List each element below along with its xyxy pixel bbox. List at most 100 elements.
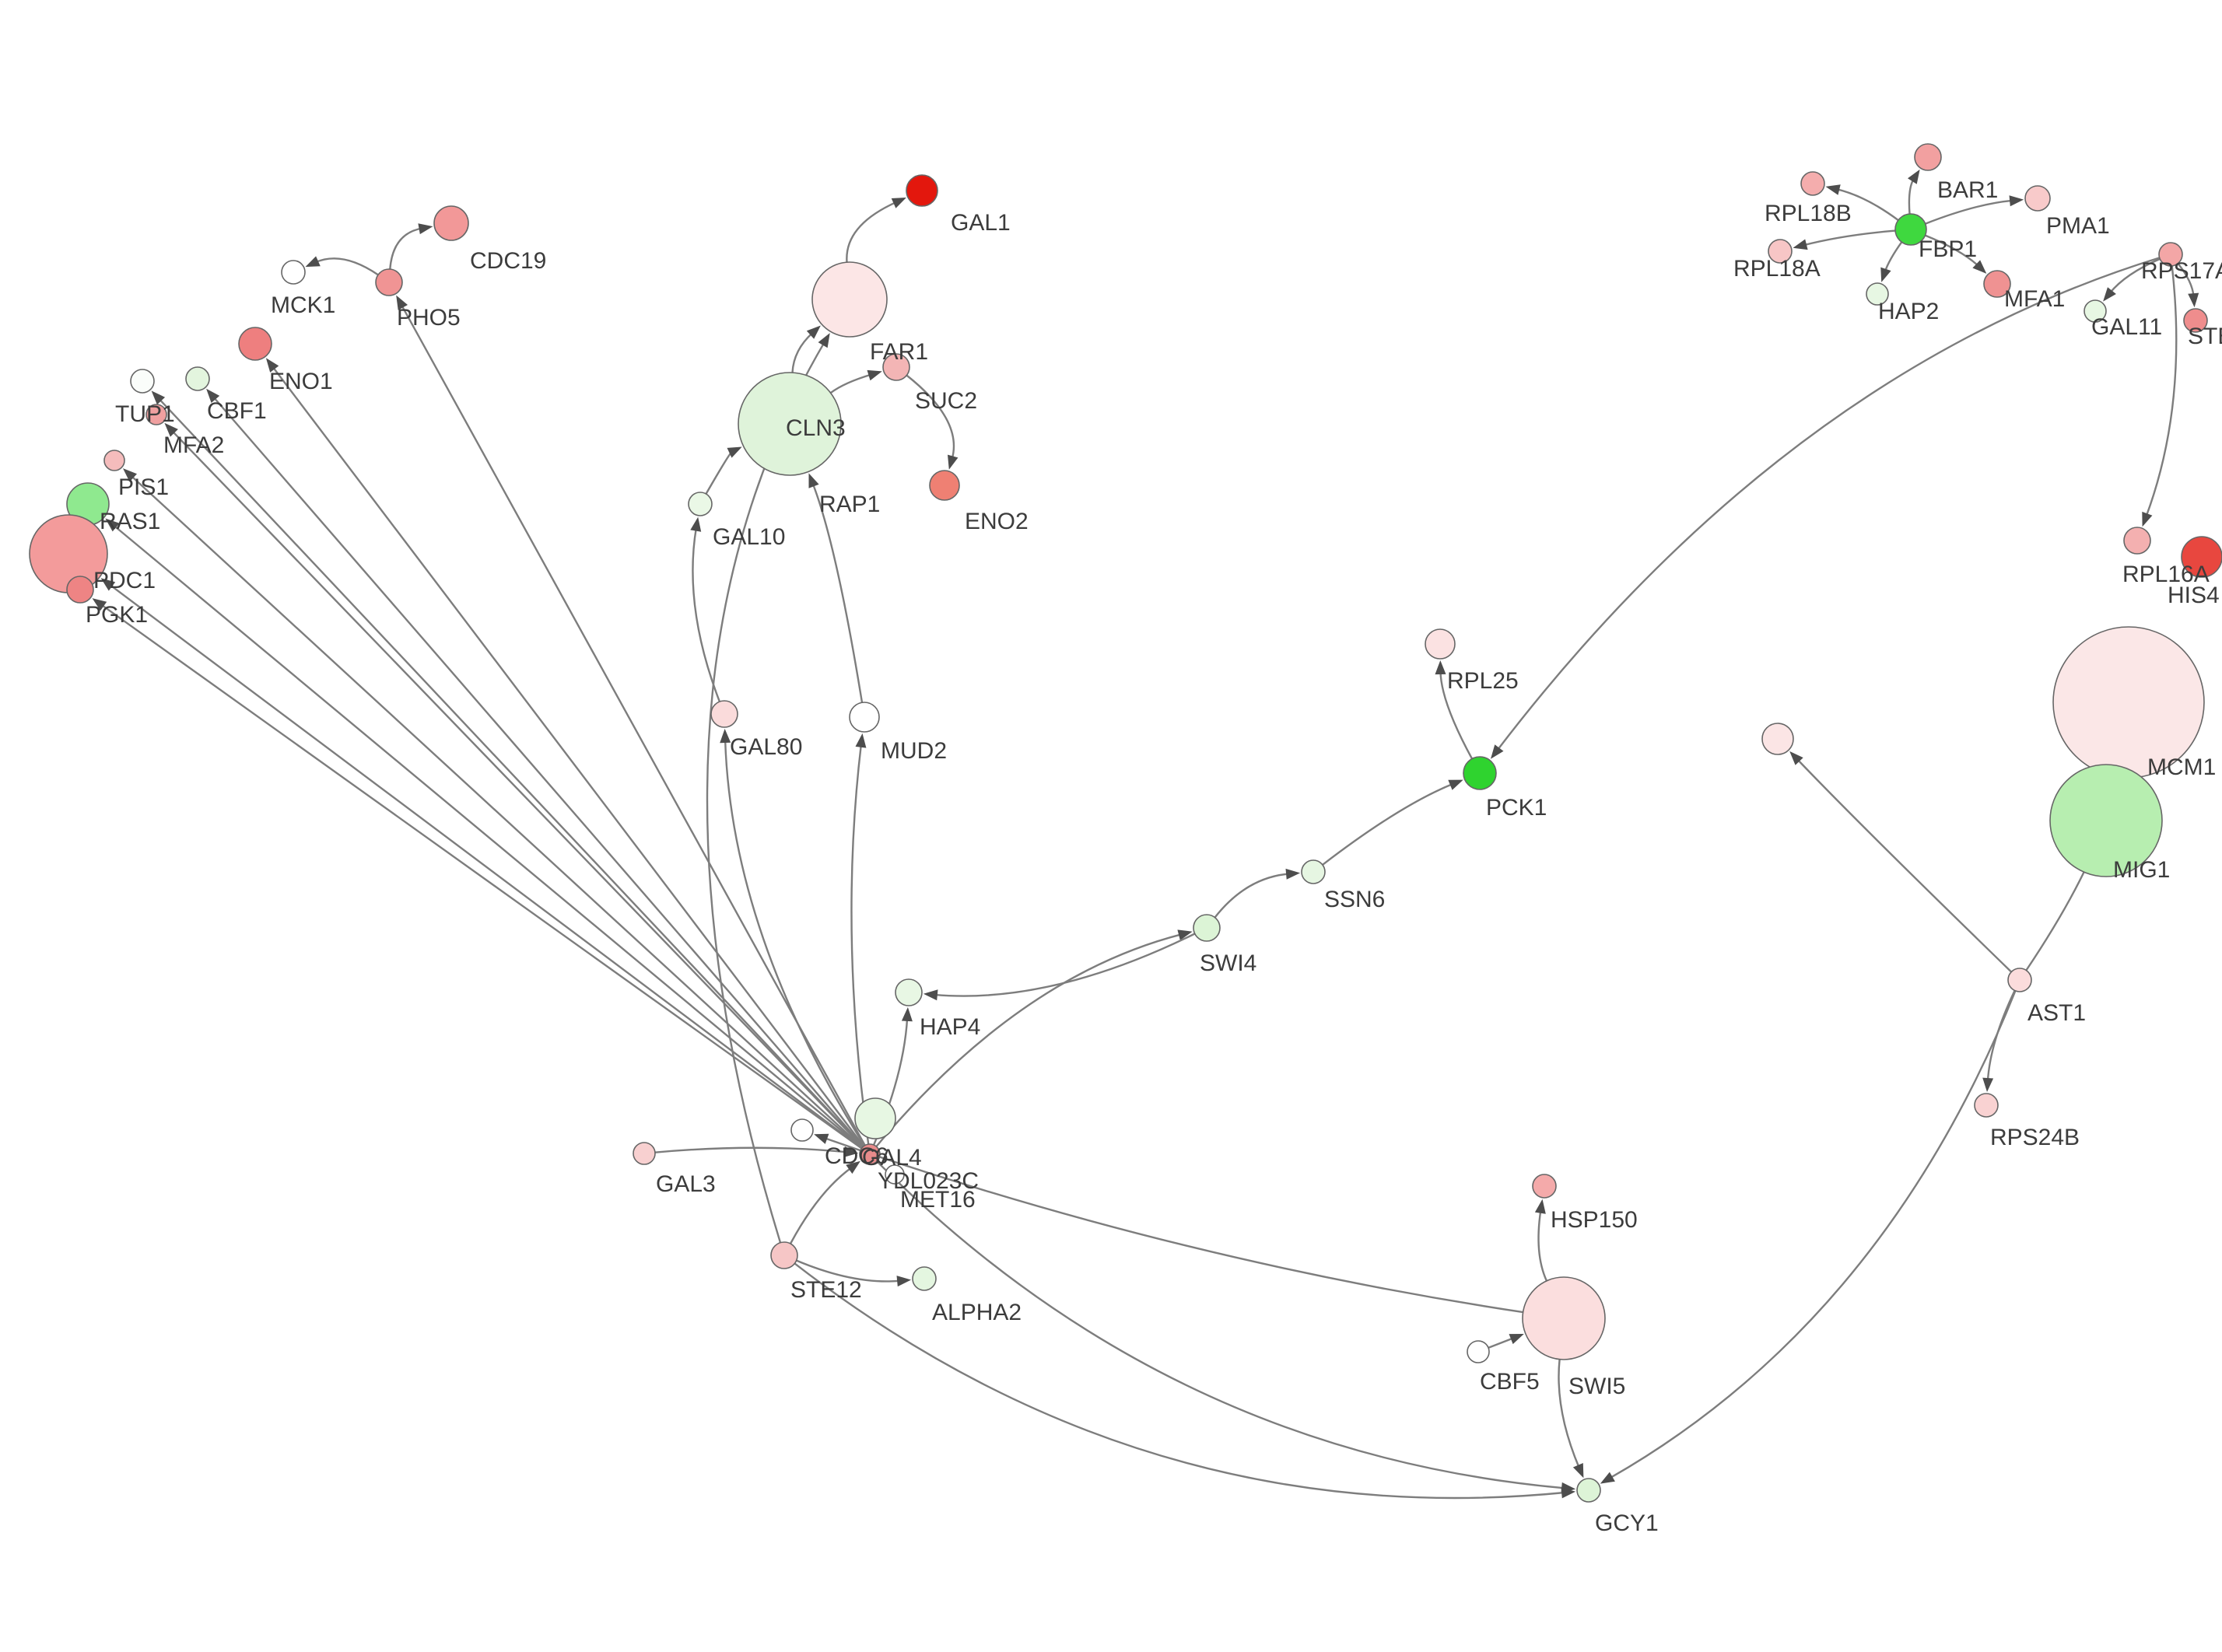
edge-AST1-NODE1[interactable]: [1796, 758, 2013, 973]
edge-PCK1-RPL25[interactable]: [1439, 670, 1474, 760]
node-HAP2[interactable]: [1866, 282, 1889, 306]
edge-FBP1-BAR1[interactable]: [1908, 178, 1915, 215]
node-GAL11[interactable]: [2084, 299, 2107, 323]
edge-PHO5-MCK1[interactable]: [314, 257, 379, 276]
edge-GAL4-SWI4[interactable]: [875, 933, 1183, 1147]
edge-SUC2-ENO2[interactable]: [906, 374, 955, 460]
node-PCK1[interactable]: [1463, 756, 1497, 790]
node-label-CDC6: CDC6: [825, 1143, 888, 1169]
node-MFA1[interactable]: [1983, 270, 2011, 298]
edge-GAL10-RAP1[interactable]: [705, 450, 733, 495]
node-SWI4[interactable]: [1193, 914, 1221, 942]
edge-STE12-ALPHA2[interactable]: [796, 1259, 901, 1283]
node-label-SSN6: SSN6: [1324, 887, 1385, 912]
node-RPS17A[interactable]: [2158, 242, 2183, 267]
node-STE2[interactable]: [2183, 308, 2208, 333]
node-ENO1[interactable]: [238, 327, 272, 361]
node-BAR1[interactable]: [1914, 143, 1942, 171]
node-HAP4[interactable]: [895, 978, 923, 1006]
node-RPS24B[interactable]: [1974, 1093, 1999, 1118]
edge-FBP1-RPL18B[interactable]: [1835, 187, 1899, 222]
edge-GAL4-PDC1[interactable]: [109, 583, 863, 1150]
node-FBP1[interactable]: [1894, 213, 1927, 246]
node-ENO2[interactable]: [929, 470, 960, 501]
node-label-TUP1: TUP1: [115, 401, 175, 427]
arrowhead-RPS17A-PCK1: [1491, 744, 1504, 759]
edge-GAL4-TUP1[interactable]: [158, 397, 864, 1148]
node-SWI5[interactable]: [1522, 1276, 1606, 1360]
edge-SWI5-HSP150[interactable]: [1537, 1209, 1547, 1282]
node-MCK1[interactable]: [281, 260, 306, 285]
edge-SWI4-HAP4[interactable]: [934, 933, 1196, 997]
node-HSP150[interactable]: [1532, 1174, 1557, 1199]
edge-GAL4-ENO1[interactable]: [272, 366, 865, 1147]
edge-FBP1-HAP2[interactable]: [1884, 241, 1903, 272]
edge-GAL4-RAS1[interactable]: [113, 524, 863, 1149]
edge-STE12-GCY1[interactable]: [794, 1262, 1565, 1500]
node-MET16[interactable]: [885, 1164, 905, 1185]
node-label-MFA1: MFA1: [2004, 286, 2065, 312]
edge-SWI5-GCY1[interactable]: [1558, 1359, 1581, 1468]
edge-RPS17A-GAL11[interactable]: [2108, 257, 2161, 294]
node-PHO5[interactable]: [375, 268, 403, 296]
node-MUD2[interactable]: [849, 702, 880, 733]
node-TUP1[interactable]: [130, 369, 155, 394]
edge-SWI4-SSN6[interactable]: [1214, 873, 1290, 919]
node-RPL16A[interactable]: [2123, 527, 2151, 555]
node-NODE1[interactable]: [1761, 723, 1794, 755]
node-GAL1[interactable]: [906, 174, 938, 207]
edge-GAL4-PIS1[interactable]: [130, 474, 864, 1149]
node-AST1[interactable]: [2007, 968, 2032, 992]
node-PGK1[interactable]: [66, 576, 94, 604]
node-GCY1[interactable]: [1576, 1478, 1601, 1503]
node-GAL80[interactable]: [710, 700, 738, 728]
edge-RAP1-SUC2[interactable]: [829, 373, 872, 394]
node-RPL25[interactable]: [1425, 628, 1456, 660]
edge-FAR1-GAL1[interactable]: [846, 201, 897, 263]
edge-FBP1-RPL18A[interactable]: [1803, 229, 1896, 247]
node-CBF1[interactable]: [185, 366, 210, 391]
edge-GAL80-GAL10[interactable]: [692, 527, 721, 702]
edge-GAL4-MUD2[interactable]: [850, 744, 870, 1145]
node-CBF5[interactable]: [1467, 1340, 1490, 1363]
node-YDL023C[interactable]: [854, 1097, 896, 1139]
node-HIS4[interactable]: [2181, 536, 2222, 578]
edge-GAL4-MFA2[interactable]: [171, 430, 864, 1148]
edge-STE12-GAL4[interactable]: [789, 1167, 853, 1244]
node-GAL10[interactable]: [688, 492, 713, 516]
edge-SSN6-PCK1[interactable]: [1322, 782, 1454, 866]
edge-RAP1-FAR1[interactable]: [791, 332, 814, 373]
node-PIS1[interactable]: [103, 450, 125, 471]
edge-layer: [92, 169, 2199, 1500]
edge-AST1-GCY1[interactable]: [1609, 990, 2017, 1479]
edge-RPS17A-PCK1[interactable]: [1496, 257, 2161, 751]
edge-GAL4-PGK1[interactable]: [100, 604, 863, 1150]
node-CDC6[interactable]: [790, 1118, 814, 1142]
node-ALPHA2[interactable]: [912, 1266, 937, 1291]
node-SUC2[interactable]: [882, 353, 910, 381]
edge-PHO5-CDC19[interactable]: [389, 227, 422, 270]
node-GAL3[interactable]: [633, 1142, 656, 1165]
edge-GAL4-GAL80[interactable]: [724, 739, 866, 1146]
edge-FBP1-PMA1[interactable]: [1925, 199, 2013, 225]
node-RPL18A[interactable]: [1768, 239, 1793, 264]
node-PMA1[interactable]: [2024, 185, 2051, 212]
edge-SWI5-CDC6[interactable]: [823, 1136, 1523, 1314]
edge-FBP1-MFA1[interactable]: [1925, 234, 1979, 268]
node-FAR1[interactable]: [811, 261, 888, 338]
edge-MUD2-RAP1[interactable]: [811, 483, 864, 703]
node-label-GAL80: GAL80: [730, 734, 802, 760]
edge-GAL3-GAL4[interactable]: [654, 1146, 848, 1153]
edge-GAL4-CBF1[interactable]: [212, 396, 864, 1147]
node-SSN6[interactable]: [1301, 859, 1326, 884]
node-GAL4[interactable]: [859, 1143, 881, 1165]
edge-GAL4-GCY1[interactable]: [876, 1160, 1565, 1489]
node-STE12[interactable]: [770, 1241, 798, 1269]
edge-RPS17A-RPL16A[interactable]: [2145, 265, 2178, 517]
node-MIG1[interactable]: [2049, 764, 2163, 877]
node-RAP1[interactable]: [738, 372, 842, 476]
node-RPL18B[interactable]: [1800, 171, 1825, 196]
node-MFA2[interactable]: [145, 404, 167, 425]
node-CDC19[interactable]: [433, 205, 469, 241]
